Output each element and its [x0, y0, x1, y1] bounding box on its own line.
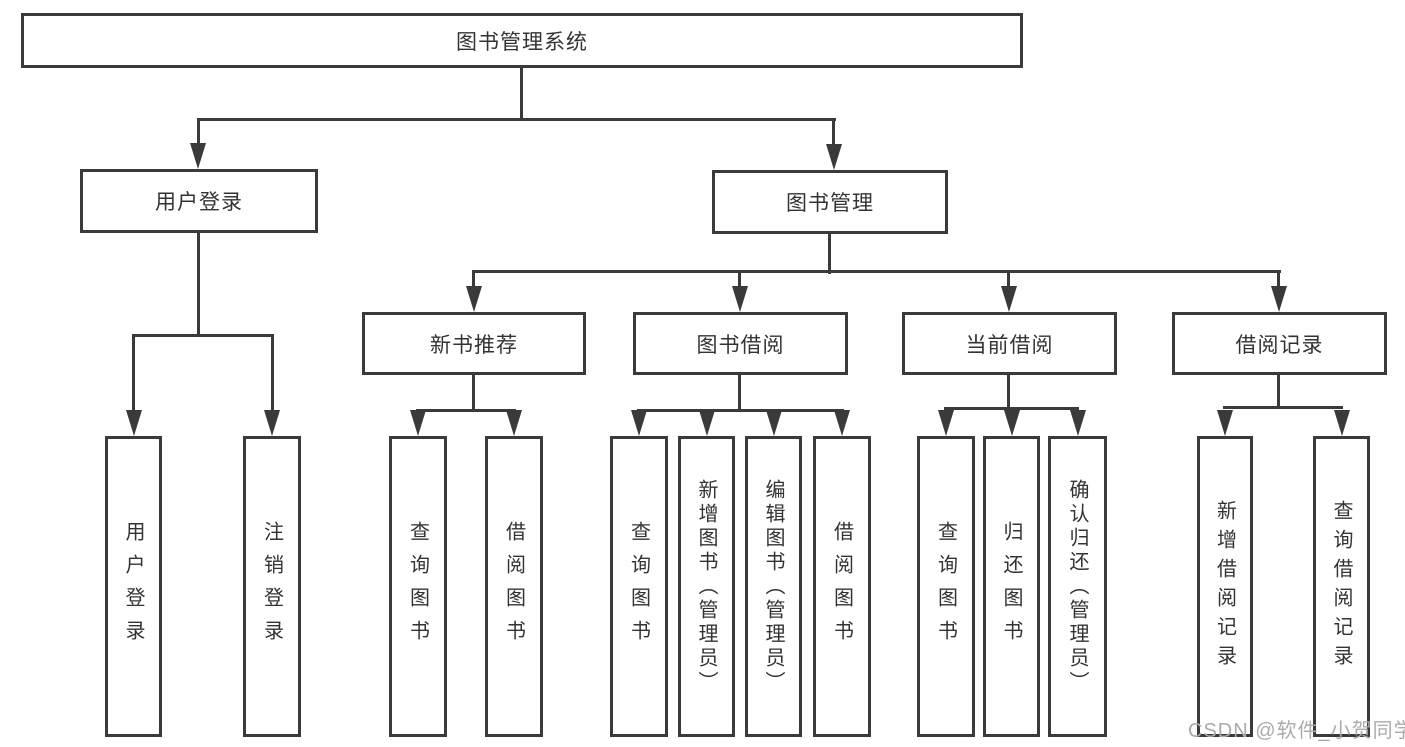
- csdn-watermark: CSDN @软件_小贺同学: [1188, 720, 1405, 742]
- connector-line: [738, 375, 741, 412]
- node-book-borrowing: 图书借阅: [633, 312, 848, 375]
- connector-line: [832, 118, 835, 148]
- leaf-borrow-books-recommend: 借阅图书: [485, 436, 543, 737]
- node-current-borrowing: 当前借阅: [902, 312, 1117, 375]
- connector-line: [1223, 406, 1343, 409]
- node-book-management: 图书管理: [712, 170, 948, 234]
- leaf-add-borrow-record: 新增借阅记录: [1197, 436, 1253, 737]
- arrow-down-icon: [938, 410, 954, 436]
- connector-line: [738, 270, 741, 292]
- leaf-borrow-books-borrowing: 借阅图书: [813, 436, 871, 737]
- node-new-book-recommend: 新书推荐: [362, 312, 586, 375]
- connector-line: [197, 233, 200, 337]
- leaf-query-books-recommend: 查询图书: [389, 436, 447, 737]
- arrow-down-icon: [834, 410, 850, 436]
- connector-line: [472, 270, 1281, 273]
- node-borrowing-records: 借阅记录: [1172, 312, 1387, 375]
- connector-line: [472, 270, 475, 292]
- arrow-down-icon: [1217, 410, 1233, 436]
- arrow-down-icon: [410, 410, 426, 436]
- connector-line: [520, 68, 523, 121]
- arrow-down-icon: [126, 410, 142, 436]
- leaf-confirm-return-admin: 确认归还（管理员）: [1048, 436, 1107, 737]
- connector-line: [1277, 270, 1280, 292]
- connector-line: [197, 118, 836, 121]
- node-user-login: 用户登录: [80, 169, 318, 233]
- arrow-down-icon: [732, 286, 748, 312]
- connector-line: [637, 409, 844, 412]
- connector-line: [132, 334, 274, 337]
- arrow-down-icon: [631, 410, 647, 436]
- leaf-query-borrow-record: 查询借阅记录: [1313, 436, 1370, 737]
- arrow-down-icon: [1004, 410, 1020, 436]
- arrow-down-icon: [190, 143, 206, 169]
- connector-line: [416, 409, 516, 412]
- connector-line: [1007, 375, 1010, 410]
- arrow-down-icon: [264, 410, 280, 436]
- arrow-down-icon: [1001, 286, 1017, 312]
- connector-line: [472, 375, 475, 412]
- connector-line: [828, 234, 831, 274]
- connector-line: [944, 407, 1079, 410]
- arrow-down-icon: [766, 410, 782, 436]
- connector-line: [197, 118, 200, 148]
- leaf-return-books: 归还图书: [983, 436, 1040, 737]
- arrow-down-icon: [1271, 286, 1287, 312]
- arrow-down-icon: [466, 286, 482, 312]
- arrow-down-icon: [1070, 410, 1086, 436]
- connector-line: [1277, 375, 1280, 409]
- leaf-query-books-current: 查询图书: [917, 436, 975, 737]
- arrow-down-icon: [1334, 410, 1350, 436]
- arrow-down-icon: [506, 410, 522, 436]
- connector-line: [132, 334, 135, 414]
- leaf-query-books-borrowing: 查询图书: [610, 436, 668, 737]
- connector-line: [271, 334, 274, 414]
- arrow-down-icon: [826, 144, 842, 170]
- connector-line: [1007, 270, 1010, 292]
- node-root: 图书管理系统: [21, 13, 1023, 68]
- leaf-edit-book-admin: 编辑图书（管理员）: [745, 436, 802, 737]
- leaf-add-book-admin: 新增图书（管理员）: [678, 436, 735, 737]
- leaf-logout: 注销登录: [243, 436, 301, 737]
- arrow-down-icon: [699, 410, 715, 436]
- leaf-user-login: 用户登录: [105, 436, 162, 737]
